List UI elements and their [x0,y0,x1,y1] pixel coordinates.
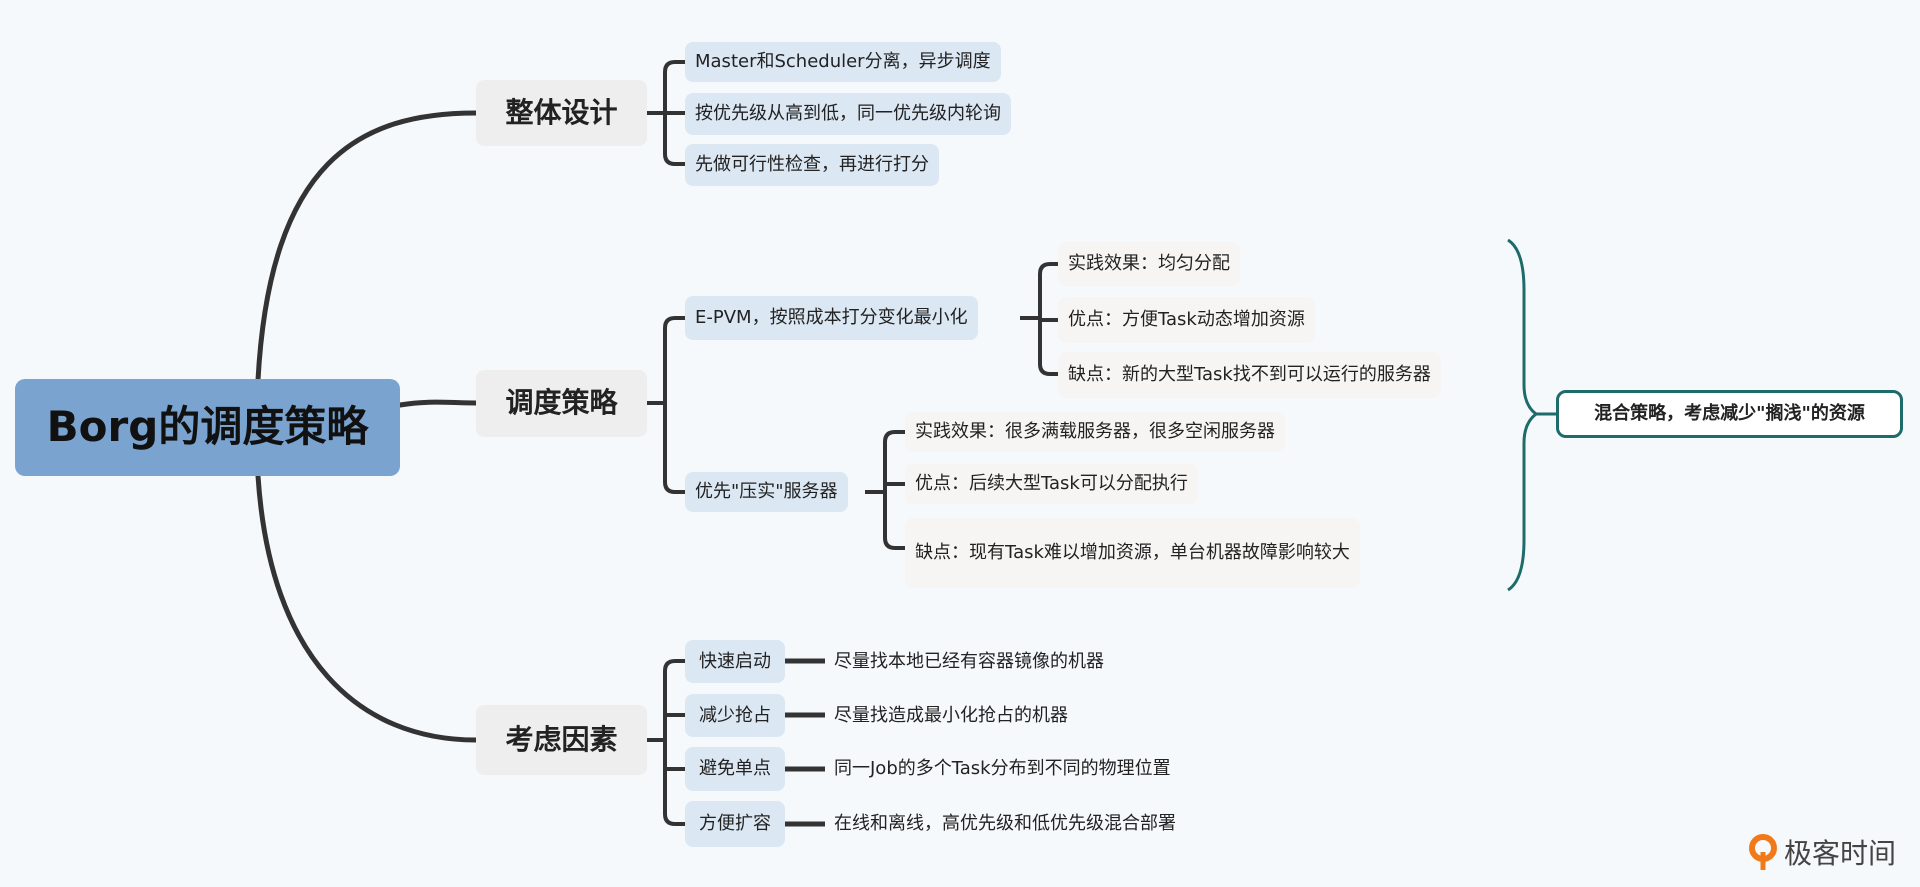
logo-text: 极客时间 [1784,837,1897,870]
geektime-logo-icon [1749,834,1777,870]
topic-design[interactable]: 整体设计 [476,80,647,146]
factor-detail[interactable]: 在线和离线，高优先级和低优先级混合部署 [834,813,1176,835]
packing-item[interactable]: 缺点：现有Task难以增加资源，单台机器故障影响较大 [905,518,1360,588]
geektime-logo: 极客时间 [1748,832,1896,872]
packing-item[interactable]: 实践效果：很多满载服务器，很多空闲服务器 [905,412,1285,452]
design-item[interactable]: Master和Scheduler分离，异步调度 [685,42,1001,82]
packing-node[interactable]: 优先"压实"服务器 [685,472,848,512]
factor-label[interactable]: 避免单点 [685,747,785,791]
design-item[interactable]: 先做可行性检查，再进行打分 [685,144,939,186]
factor-label[interactable]: 快速启动 [685,640,785,683]
factor-detail[interactable]: 同一Job的多个Task分布到不同的物理位置 [834,758,1171,780]
epvm-node[interactable]: E-PVM，按照成本打分变化最小化 [685,296,978,340]
factor-detail[interactable]: 尽量找本地已经有容器镜像的机器 [834,650,1104,672]
epvm-item[interactable]: 缺点：新的大型Task找不到可以运行的服务器 [1058,352,1441,398]
design-item[interactable]: 按优先级从高到低，同一优先级内轮询 [685,93,1011,135]
summary-node[interactable]: 混合策略，考虑减少"搁浅"的资源 [1556,390,1903,438]
topic-factors[interactable]: 考虑因素 [476,705,647,775]
root-node[interactable]: Borg的调度策略 [15,379,400,476]
epvm-item[interactable]: 优点：方便Task动态增加资源 [1058,297,1315,343]
packing-item[interactable]: 优点：后续大型Task可以分配执行 [905,464,1198,504]
epvm-item[interactable]: 实践效果：均匀分配 [1058,242,1240,286]
factor-label[interactable]: 减少抢占 [685,694,785,737]
factor-label[interactable]: 方便扩容 [685,801,785,847]
factor-detail[interactable]: 尽量找造成最小化抢占的机器 [834,704,1068,726]
topic-strategy[interactable]: 调度策略 [476,370,647,437]
